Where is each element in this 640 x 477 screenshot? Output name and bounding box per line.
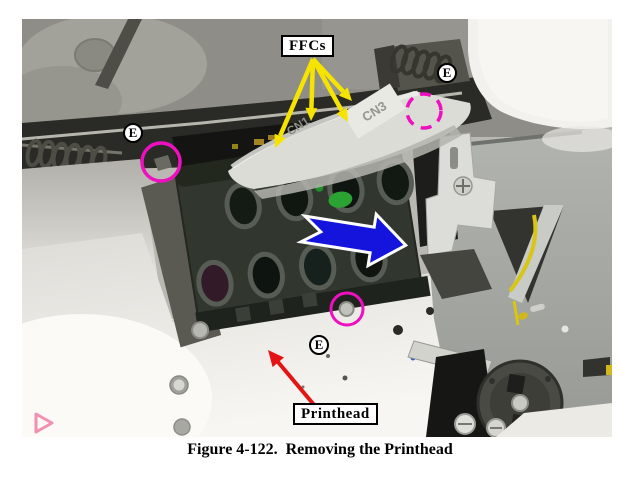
ffc-arrow-1 [278, 58, 316, 137]
label-printhead: Printhead [293, 403, 378, 425]
white-blur-object [468, 19, 612, 152]
carriage-bracket [412, 132, 497, 299]
ffc-callout-arrows [274, 57, 352, 148]
ffc-arrow-1-head [274, 133, 286, 148]
ffc-ribbon-cable: CN3 CN1 [228, 83, 471, 199]
label-ffcs: FFCs [281, 35, 334, 57]
base-panels [22, 159, 466, 437]
ffc-arrow-2-head [305, 107, 318, 121]
label-e-bottom: E [309, 335, 329, 355]
highlight-circle-dashed [405, 92, 443, 130]
bottom-hardware [169, 340, 612, 437]
ffc-arrow-4 [311, 57, 344, 112]
printhead-arrow-shaft [276, 360, 317, 408]
pink-triangle-mark [34, 412, 54, 434]
figure-caption: Figure 4-122. Removing the Printhead [187, 441, 453, 458]
screw-highlight-circles [140, 92, 443, 327]
highlight-circle-left [140, 141, 182, 183]
printhead-screw-right [338, 300, 355, 317]
ffc-arrow-2 [309, 58, 316, 109]
label-e-top-right: E [437, 63, 457, 83]
printer-photo: CN3 CN1 [22, 19, 612, 437]
ffc-arrow-3-head [338, 87, 352, 101]
removal-direction-arrow [296, 211, 409, 269]
ffc-arrow-4-head [336, 107, 348, 122]
printhead-pointer-arrow [268, 350, 317, 408]
highlight-circle-bottom [329, 291, 365, 327]
green-ink-spot [328, 191, 353, 208]
printhead-screw-left [191, 321, 210, 340]
printhead-arrow-head [268, 350, 284, 368]
label-e-left: E [123, 123, 143, 143]
photo-canvas: CN3 CN1 [22, 19, 612, 437]
